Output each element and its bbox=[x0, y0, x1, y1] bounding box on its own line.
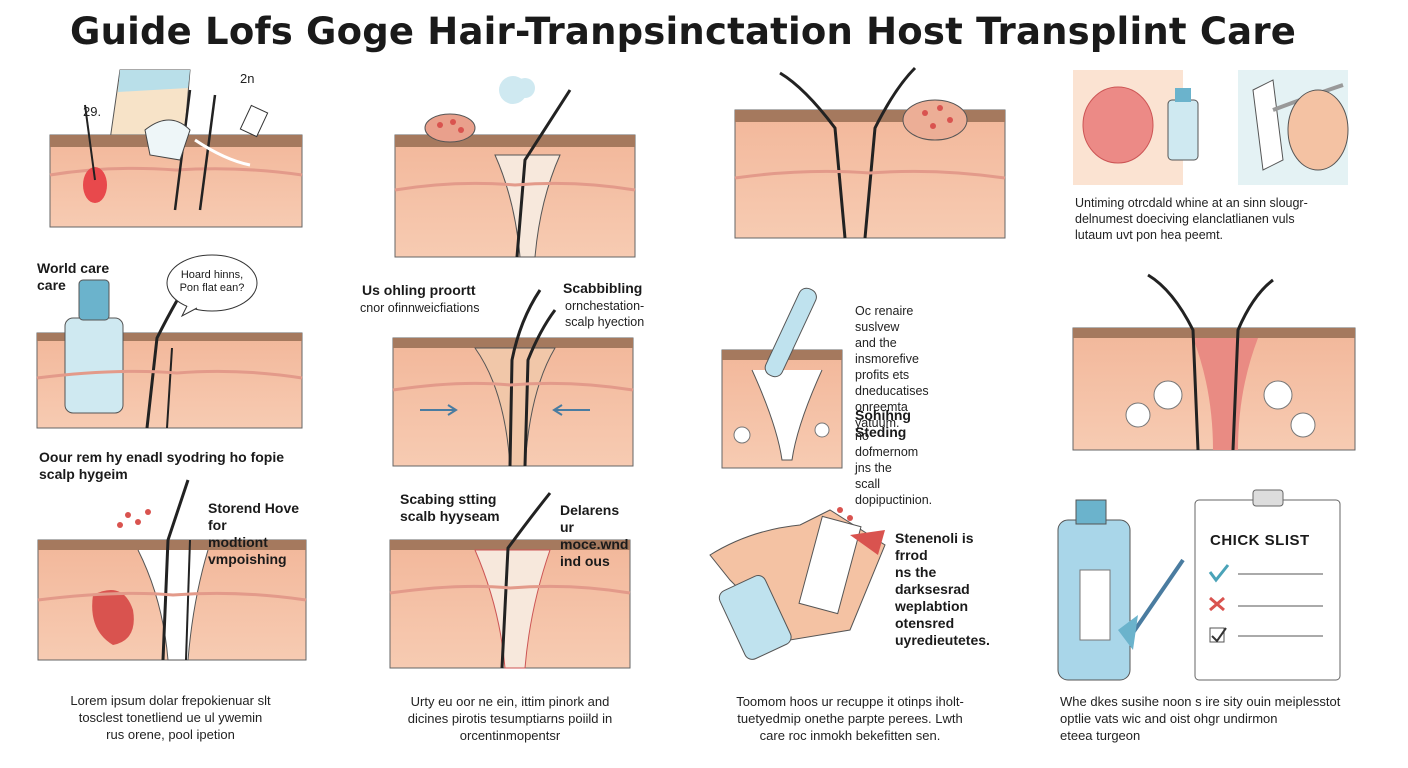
panel-products: Untiming otrcdald whine at an sinn sloug… bbox=[1073, 70, 1353, 242]
panel-spray-application: Stenenoli is frrod ns the darksesrad wep… bbox=[709, 500, 990, 743]
panel-checklist: CHICK SLIST Whe dkes susihe noon s ire s… bbox=[1057, 489, 1348, 743]
soothing-text: no dofmernom jns the scall dopipuctinion… bbox=[855, 429, 933, 507]
wound-care-heading: World care care bbox=[37, 260, 110, 293]
products-illustration bbox=[1073, 70, 1349, 185]
oiling-subtext: cnor ofinnweicfiations bbox=[360, 301, 480, 315]
panel-wound-care: World care care Hoard hinns, Pon flat ea… bbox=[36, 254, 307, 482]
scab-care-heading: Scabing stting scalb hyyseam bbox=[400, 491, 500, 524]
number-label-b: 2n bbox=[240, 71, 255, 86]
panel-saline-rinse: Oc renaire suslvew and the insmorefive p… bbox=[721, 285, 932, 507]
scalp-illustration-1 bbox=[49, 69, 303, 228]
panel-moisturizing: Storend Hove for modtiont vmpoishing Lor… bbox=[37, 479, 308, 742]
number-label-a: 29. bbox=[83, 104, 102, 119]
scabbing-heading: Scabbibling bbox=[563, 280, 643, 296]
saline-text: Oc renaire suslvew and the insmorefive p… bbox=[855, 304, 929, 430]
saline-rinse-illustration bbox=[721, 287, 843, 469]
checklist-caption: Whe dkes susihe noon s ire sity ouin mei… bbox=[1060, 694, 1341, 743]
spray-application-illustration bbox=[709, 507, 886, 660]
panel-follicle-healing bbox=[1072, 270, 1358, 455]
soothing-heading: Sohihng Steding bbox=[855, 407, 911, 440]
spray-heading: Stenenoli is frrod ns the darksesrad wep… bbox=[895, 530, 990, 648]
wound-care-caption: Oour rem hy enadl syodring ho fopie scal… bbox=[39, 449, 285, 482]
page-title: Guide Lofs Goge Hair-Tranpsinctation Hos… bbox=[70, 10, 1297, 53]
scab-care-right: Delarens ur moce.wnd ind ous bbox=[560, 502, 629, 569]
panel-graft-closeup bbox=[734, 66, 1010, 248]
scalp-illustration-2 bbox=[394, 76, 636, 258]
panel-scalp-hygiene: Us ohling proortt cnor ofinnweicfiations… bbox=[360, 280, 644, 470]
wound-care-illustration bbox=[36, 254, 303, 429]
products-caption: Untiming otrcdald whine at an sinn sloug… bbox=[1075, 196, 1308, 242]
scalp-hygiene-illustration bbox=[392, 289, 634, 467]
moisturizing-caption: Lorem ipsum dolar frepokienuar slt toscl… bbox=[70, 693, 271, 742]
spray-caption: Toomom hoos ur recuppe it otinps iholt- … bbox=[736, 694, 964, 743]
checklist-illustration bbox=[1057, 489, 1341, 681]
moisturizing-heading: Storend Hove for modtiont vmpoishing bbox=[208, 500, 300, 567]
oiling-heading: Us ohling proortt bbox=[362, 282, 476, 298]
moisturizing-illustration bbox=[37, 479, 307, 661]
scab-care-caption: Urty eu oor ne ein, ittim pinork and dic… bbox=[407, 694, 613, 743]
panel-scabbing-cross-section bbox=[394, 76, 640, 265]
scab-care-illustration bbox=[389, 492, 631, 669]
panel-scab-care: Scabing stting scalb hyyseam Delarens ur… bbox=[389, 488, 635, 743]
scalp-illustration-3 bbox=[734, 66, 1006, 239]
follicle-healing-illustration bbox=[1072, 273, 1356, 451]
checklist-title: CHICK SLIST bbox=[1210, 532, 1310, 549]
scabbing-subtext: ornchestation- scalp hyection bbox=[565, 299, 645, 329]
panel-scalp-application: 29. 2n bbox=[49, 69, 310, 240]
speech-bubble-text: Hoard hinns, Pon flat ean? bbox=[179, 269, 245, 294]
